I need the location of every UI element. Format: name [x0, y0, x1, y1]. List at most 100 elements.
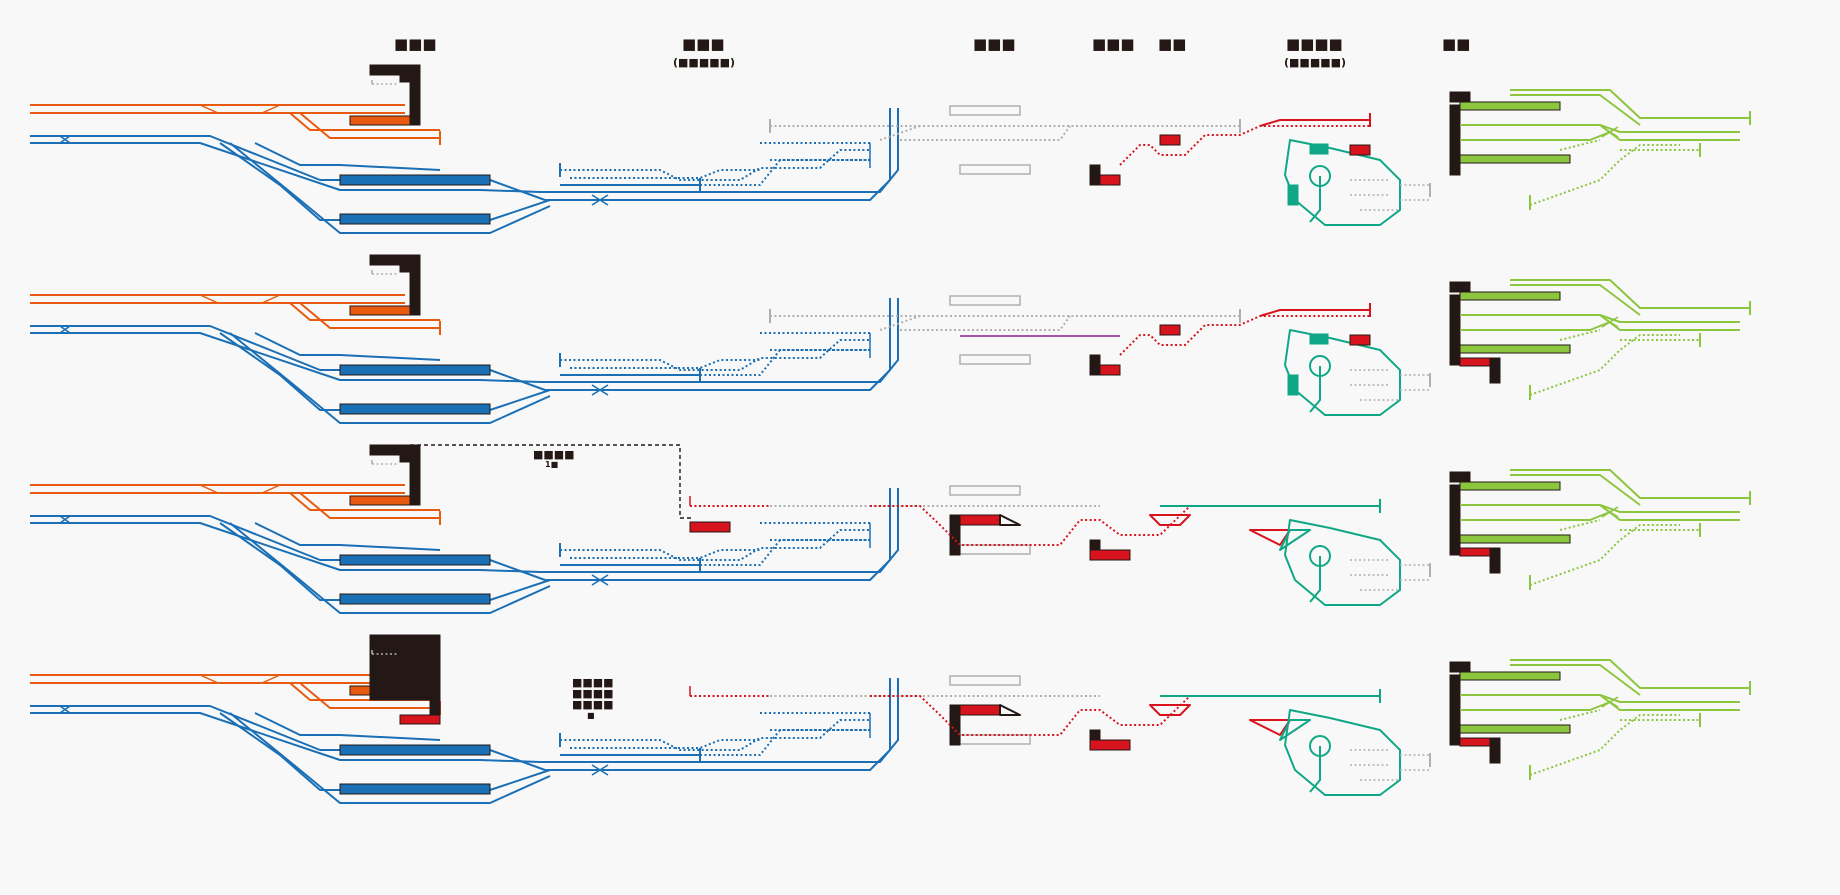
- teal-platform-wedge: [1279, 719, 1311, 741]
- red-route-dotted: [870, 695, 1380, 736]
- teal-loop: [1284, 139, 1401, 226]
- green-track: [1510, 279, 1750, 309]
- orange-crossover: [199, 104, 219, 114]
- teal-track: [1309, 746, 1321, 793]
- gray-platform: [959, 544, 1031, 555]
- blue-track-4: [229, 142, 551, 234]
- green-platform: [1459, 291, 1561, 301]
- green-platform: [1459, 724, 1571, 734]
- green-track: [1460, 321, 1611, 331]
- station-building: [409, 64, 421, 126]
- orange-crossover: [261, 484, 281, 494]
- blue-track-1: [30, 108, 891, 201]
- blue-crossover: [59, 705, 71, 714]
- header-station-1: ■■■: [394, 35, 437, 53]
- blue-platform-2: [339, 783, 491, 795]
- crossover: [1601, 506, 1619, 518]
- orange-track-4: [299, 112, 440, 139]
- blue-track-3: [219, 332, 551, 411]
- platform-wedge: [999, 514, 1021, 526]
- station-building: [1089, 539, 1101, 551]
- station-building-top: [1449, 661, 1471, 673]
- red-platform-wedge: [1149, 514, 1191, 526]
- blue-yard-dotted: [570, 169, 760, 179]
- station-building: [949, 514, 961, 556]
- red-platform-wedge: [1149, 704, 1191, 716]
- green-siding-dotted: [1529, 144, 1680, 206]
- diagram-row-1: [30, 64, 1751, 234]
- red-track: [1259, 119, 1370, 127]
- red-route-dotted: [870, 505, 1380, 546]
- blue-track-5: [254, 142, 441, 171]
- header-station-4: ■■■: [1092, 35, 1135, 53]
- blue-yard-dotted: [760, 712, 870, 731]
- gray-platform: [949, 675, 1021, 686]
- green-track: [1510, 284, 1641, 316]
- teal-platform-wedge: [1279, 529, 1311, 551]
- station-building: [1449, 104, 1461, 166]
- blue-platform-2: [339, 593, 491, 605]
- blue-crossover: [59, 135, 71, 144]
- gray-platform: [959, 164, 1031, 175]
- gray-platform: [949, 295, 1021, 306]
- green-platform: [1459, 344, 1571, 354]
- station-building: [1449, 294, 1461, 356]
- row4-note-3: ■■■■: [572, 698, 614, 711]
- red-platform: [1159, 134, 1181, 146]
- blue-platform-1: [339, 364, 491, 376]
- orange-track-3: [289, 302, 440, 321]
- station-building-block: [429, 634, 441, 716]
- blue-yard-dotted: [700, 729, 870, 756]
- gray-platform: [959, 354, 1031, 365]
- header-station-3: ■■■: [973, 35, 1016, 53]
- green-siding-dotted: [1529, 334, 1680, 396]
- teal-track: [1309, 176, 1321, 223]
- blue-yard-dotted: [560, 149, 870, 181]
- red-track: [1259, 309, 1370, 317]
- teal-track: [1309, 556, 1321, 603]
- gray-platform: [949, 105, 1021, 116]
- green-track: [1460, 694, 1740, 703]
- station-building: [949, 704, 961, 746]
- row4-note-4: ■: [587, 711, 595, 720]
- row4-note-1: ■■■■: [572, 676, 614, 689]
- red-platform: [1099, 174, 1121, 186]
- crossover: [591, 194, 609, 206]
- red-platform: [959, 704, 1001, 716]
- teal-platform: [1287, 374, 1299, 396]
- diagram-row-2: [30, 254, 1751, 424]
- station-building: [1489, 357, 1501, 384]
- station-building: [409, 254, 421, 316]
- green-track: [1460, 131, 1611, 141]
- blue-track-4: [229, 522, 551, 614]
- platform-wedge: [999, 704, 1021, 716]
- diagram-row-3: [30, 444, 1751, 614]
- green-track: [1510, 659, 1750, 689]
- station-building: [1489, 547, 1501, 574]
- orange-crossover: [261, 294, 281, 304]
- red-platform: [1099, 364, 1121, 376]
- orange-crossover: [261, 104, 281, 114]
- red-platform-wedge: [1249, 719, 1291, 736]
- blue-yard-dotted: [560, 529, 870, 561]
- header-station-5: ■■: [1158, 35, 1187, 53]
- green-platform: [1459, 154, 1571, 164]
- station-building: [399, 261, 413, 273]
- station-building-top: [1449, 281, 1471, 293]
- orange-crossover: [199, 674, 219, 684]
- green-track: [1460, 124, 1740, 133]
- orange-track-4: [299, 492, 440, 519]
- red-platform: [399, 714, 441, 725]
- blue-yard-dotted: [560, 339, 870, 371]
- teal-loop: [1284, 329, 1401, 416]
- teal-platform: [1287, 184, 1299, 206]
- blue-crossover: [59, 325, 71, 334]
- blue-track-2: [30, 488, 899, 573]
- orange-platform: [349, 495, 411, 506]
- crossover: [1601, 696, 1619, 708]
- blue-yard-dotted: [760, 522, 870, 541]
- blue-track-5: [254, 332, 441, 361]
- gray-platform: [959, 734, 1031, 745]
